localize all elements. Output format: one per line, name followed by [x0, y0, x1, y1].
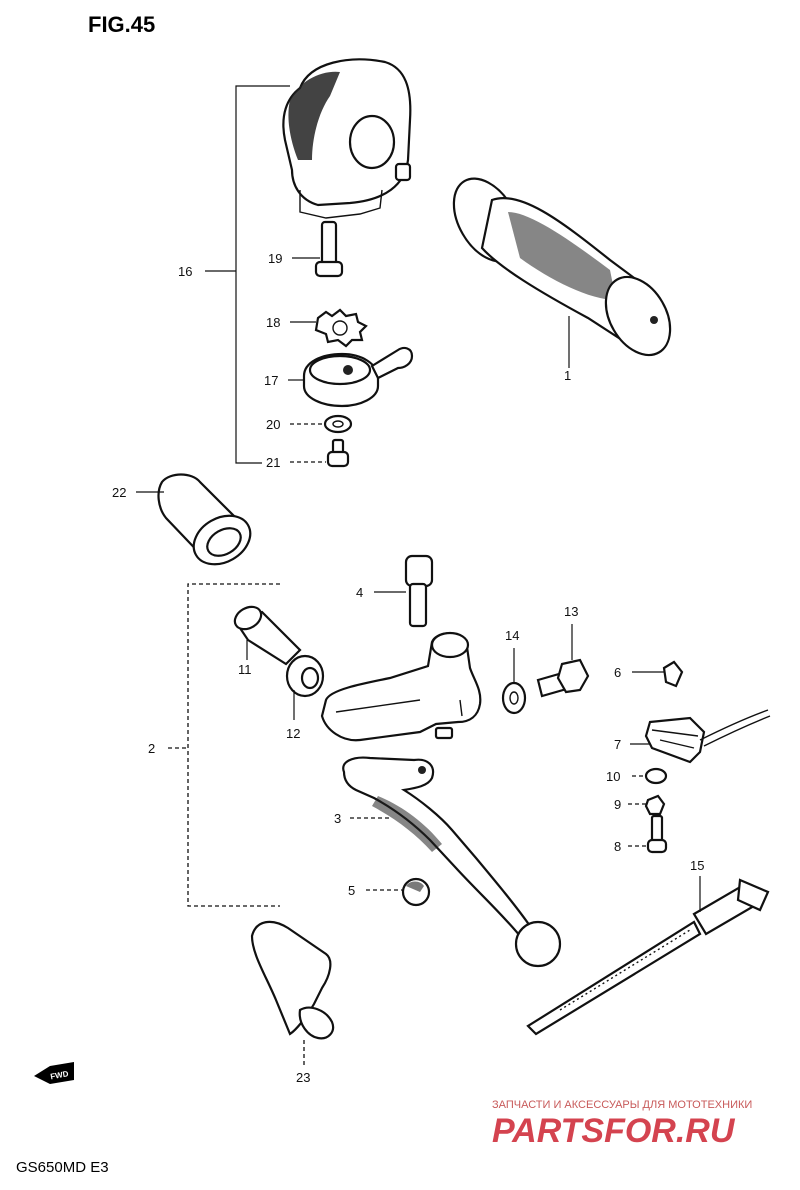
- fwd-label: FWD: [50, 1069, 70, 1081]
- callout-15: 15: [690, 858, 704, 873]
- bolt-19: [314, 220, 344, 278]
- clamp-bolt-11: [233, 605, 302, 666]
- callout-9: 9: [614, 797, 621, 812]
- callout-18: 18: [266, 315, 280, 330]
- callout-23: 23: [296, 1070, 310, 1085]
- callout-17: 17: [264, 373, 278, 388]
- callout-12: 12: [286, 726, 300, 741]
- lock-washer-18: [314, 308, 368, 348]
- callout-4: 4: [356, 585, 363, 600]
- washer-20: [323, 414, 353, 434]
- washer-10: [644, 767, 668, 785]
- callout-13: 13: [564, 604, 578, 619]
- pivot-bolt-4: [404, 554, 434, 628]
- clutch-switch-7: [644, 709, 771, 764]
- bolt-13: [536, 658, 590, 698]
- watermark-logo: PARTSFOR.RU: [492, 1112, 736, 1150]
- clutch-lever-3: [342, 756, 562, 968]
- nut-9: [644, 794, 666, 816]
- callout-19: 19: [268, 251, 282, 266]
- callout-11: 11: [238, 662, 252, 677]
- callout-2: 2: [148, 741, 155, 756]
- fwd-arrow: FWD: [34, 1062, 74, 1084]
- lever-holder: [320, 631, 482, 742]
- bracket-2: [168, 583, 280, 907]
- callout-5: 5: [348, 883, 355, 898]
- switch-housing: [282, 58, 412, 219]
- callout-22: 22: [112, 485, 126, 500]
- screw-6: [662, 660, 684, 688]
- washer-14: [501, 681, 527, 715]
- watermark-caption: ЗАПЧАСТИ И АКСЕССУАРЫ ДЛЯ МОТОТЕХНИКИ: [492, 1099, 752, 1111]
- callout-8: 8: [614, 839, 621, 854]
- screw-21: [326, 438, 350, 468]
- callout-14: 14: [505, 628, 519, 643]
- cable-tie-15: [526, 878, 770, 1036]
- bracket-16: [205, 85, 290, 464]
- boot-22: [157, 473, 252, 566]
- callout-1: 1: [564, 368, 571, 383]
- callout-21: 21: [266, 455, 280, 470]
- lever-boot-23: [250, 920, 335, 1040]
- callout-20: 20: [266, 417, 280, 432]
- model-code: GS650MD E3: [16, 1159, 109, 1176]
- callout-6: 6: [614, 665, 621, 680]
- callout-3: 3: [334, 811, 341, 826]
- nut-5: [401, 877, 431, 907]
- washer-12: [285, 654, 325, 698]
- figure-title: FIG.45: [88, 12, 155, 37]
- handlebar-grip-1: [452, 177, 672, 357]
- throttle-pulley-17: [302, 346, 414, 408]
- callout-10: 10: [606, 769, 620, 784]
- screw-8: [646, 814, 668, 854]
- callout-7: 7: [614, 737, 621, 752]
- callout-16: 16: [178, 264, 192, 279]
